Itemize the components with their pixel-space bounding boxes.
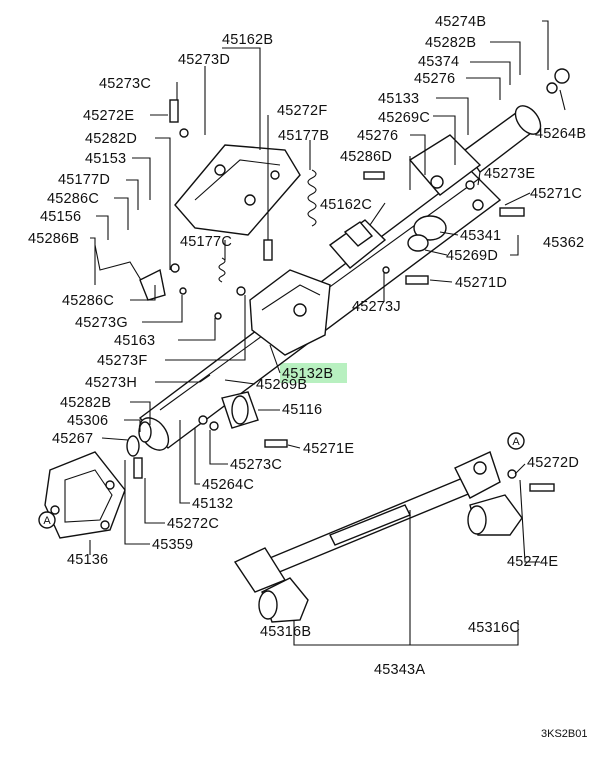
label-45162B: 45162B <box>222 32 273 48</box>
boot-45341 <box>407 215 447 252</box>
dust-cover-45136 <box>44 451 126 539</box>
label-45272D: 45272D <box>527 455 579 471</box>
label-45316C: 45316C <box>468 620 520 636</box>
label-45286B: 45286B <box>28 231 79 247</box>
shaft-joint-45133 <box>408 134 482 196</box>
spring-45177C <box>218 257 226 283</box>
label-45274B: 45274B <box>435 14 486 30</box>
label-45264B: 45264B <box>535 126 586 142</box>
label-45274E: 45274E <box>507 554 558 570</box>
label-45276-mid: 45276 <box>357 128 398 144</box>
label-45271D: 45271D <box>455 275 507 291</box>
intermediate-shaft-45343A <box>233 451 501 593</box>
label-45273G: 45273G <box>75 315 128 331</box>
tilt-lever-45156 <box>94 244 166 301</box>
label-45341: 45341 <box>460 228 501 244</box>
label-45177D: 45177D <box>58 172 110 188</box>
label-45273H: 45273H <box>85 375 137 391</box>
tilt-bracket-45163 <box>249 269 331 356</box>
ref-marker-a-bottom: A <box>38 511 56 529</box>
label-45272E: 45272E <box>83 108 134 124</box>
label-45133: 45133 <box>378 91 419 107</box>
spring-45177B <box>307 169 317 227</box>
label-45273E: 45273E <box>484 166 535 182</box>
leader-lines <box>89 20 566 646</box>
label-45273C-bot: 45273C <box>230 457 282 473</box>
label-45282B-mid: 45282B <box>60 395 111 411</box>
label-45271E: 45271E <box>303 441 354 457</box>
yoke-45162C <box>328 219 387 269</box>
label-45153: 45153 <box>85 151 126 167</box>
label-45177C: 45177C <box>180 234 232 250</box>
label-45362: 45362 <box>543 235 584 251</box>
label-45162C: 45162C <box>320 197 372 213</box>
label-45267: 45267 <box>52 431 93 447</box>
ref-marker-a-top: A <box>507 432 525 450</box>
label-45273D: 45273D <box>178 52 230 68</box>
label-45282D: 45282D <box>85 131 137 147</box>
label-45271C: 45271C <box>530 186 582 202</box>
part-labels: 45274B 45282B 45374 45276 45264B 45162B … <box>28 14 586 678</box>
label-45116: 45116 <box>282 402 322 418</box>
cover-45116 <box>221 391 259 429</box>
label-45156: 45156 <box>40 209 81 225</box>
label-45374: 45374 <box>418 54 459 70</box>
label-45286C-bot: 45286C <box>62 293 114 309</box>
label-45177B: 45177B <box>278 128 329 144</box>
label-45276-top: 45276 <box>414 71 455 87</box>
sleeve-45306 <box>126 421 152 457</box>
label-45273J: 45273J <box>352 299 401 315</box>
label-45163: 45163 <box>114 333 155 349</box>
label-45269D: 45269D <box>446 248 498 264</box>
label-45264C: 45264C <box>202 477 254 493</box>
bushing-45316C <box>467 494 523 536</box>
label-45286C-top: 45286C <box>47 191 99 207</box>
label-45132: 45132 <box>192 496 233 512</box>
column-bracket-45162B <box>174 144 301 236</box>
diagram-code: 3KS2B01 <box>541 728 587 740</box>
label-45306: 45306 <box>67 413 108 429</box>
label-45273F: 45273F <box>97 353 147 369</box>
label-45272F: 45272F <box>277 103 327 119</box>
label-45273C-top: 45273C <box>99 76 151 92</box>
label-45359: 45359 <box>152 537 193 553</box>
label-45269C: 45269C <box>378 110 430 126</box>
label-45272C: 45272C <box>167 516 219 532</box>
label-45343A: 45343A <box>374 662 425 678</box>
ref-marker-a-bottom-text: A <box>43 515 51 527</box>
label-45136: 45136 <box>67 552 108 568</box>
bushing-45316B <box>258 577 309 623</box>
fasteners <box>133 68 570 492</box>
label-45282B-top: 45282B <box>425 35 476 51</box>
label-45132B: 45132B <box>282 366 333 382</box>
label-45269B: 45269B <box>256 377 307 393</box>
label-45286D: 45286D <box>340 149 392 165</box>
highlight-45132B <box>280 363 347 383</box>
ref-marker-a-top-text: A <box>512 436 520 448</box>
label-45316B: 45316B <box>260 624 311 640</box>
